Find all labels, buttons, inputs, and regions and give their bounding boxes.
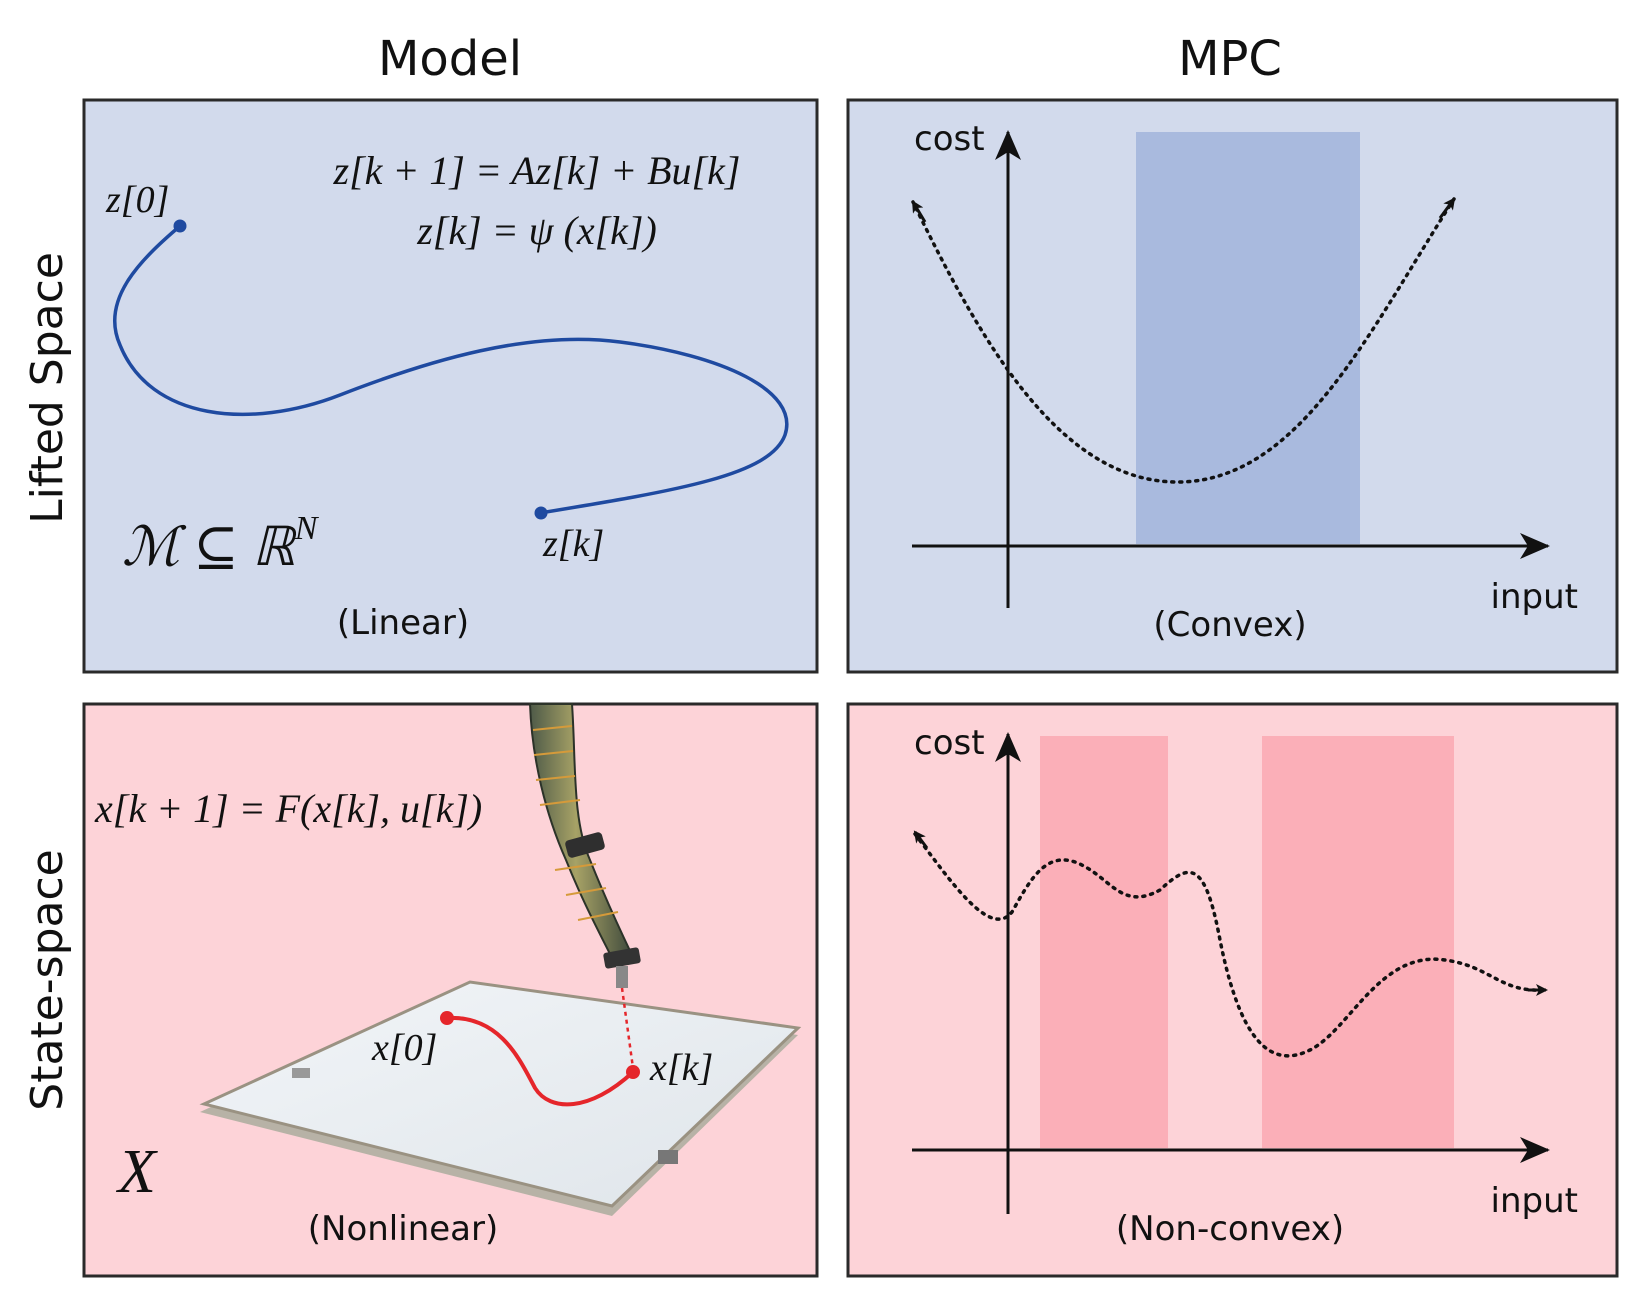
state-end-label: x[k] (649, 1047, 713, 1089)
lifted-curve-arrow-left (911, 200, 927, 223)
panel-lifted-model: z[k + 1] = Az[k] + Bu[k] z[k] = ψ (x[k])… (82, 98, 819, 674)
state-cost-curve (913, 832, 1544, 1058)
soft-robot-arm (528, 703, 641, 988)
state-space-label: X (115, 1138, 158, 1206)
planar-workspace-plate (199, 980, 802, 1216)
state-start-label: x[0] (371, 1027, 437, 1069)
lifted-constraint-band (1136, 132, 1360, 544)
lifted-space-symbol: ℳ ⊆ ℝ (122, 517, 298, 577)
row-header-lifted-space: Lifted Space (22, 252, 73, 524)
state-end-point (626, 1065, 640, 1079)
lifted-trajectory-curve (113, 224, 789, 515)
state-mpc-caption: (Non-convex) (1116, 1209, 1344, 1249)
state-curve-arrow-left (913, 830, 929, 849)
column-header-mpc: MPC (1178, 31, 1282, 87)
lifted-equation-1: z[k + 1] = Az[k] + Bu[k] (333, 148, 741, 193)
row-header-state-space: State-space (22, 849, 73, 1110)
state-model-caption: (Nonlinear) (308, 1209, 499, 1249)
lifted-space-label: ℳ ⊆ ℝN (122, 510, 320, 577)
lifted-mpc-ylabel: cost (914, 119, 985, 159)
lifted-equation-2: z[k] = ψ (x[k]) (416, 208, 657, 253)
state-mpc-ylabel: cost (914, 723, 985, 763)
panel-state-mpc: cost input (Non-convex) (846, 702, 1619, 1278)
state-equation: x[k + 1] = F(x[k], u[k]) (94, 786, 482, 831)
panel-state-model: x[k + 1] = F(x[k], u[k]) (82, 702, 819, 1278)
lifted-end-point (534, 506, 548, 520)
panel-lifted-mpc: cost input (Convex) (846, 98, 1619, 674)
panel-lifted-model-background (82, 98, 819, 674)
end-effector-projection (620, 987, 635, 1069)
lifted-mpc-xlabel: input (1491, 577, 1578, 617)
state-trajectory-curve (445, 1015, 635, 1107)
lifted-model-caption: (Linear) (337, 603, 469, 643)
lifted-start-label: z[0] (105, 179, 169, 221)
lifted-space-superscript: N (294, 510, 320, 547)
state-start-point (440, 1011, 454, 1025)
state-constraint-band-1 (1040, 736, 1168, 1148)
lifted-start-point (173, 219, 187, 233)
lifted-mpc-caption: (Convex) (1153, 605, 1306, 645)
lifted-cost-curve (911, 197, 1456, 484)
state-mpc-xlabel: input (1491, 1181, 1578, 1221)
lifted-end-label: z[k] (542, 523, 604, 565)
state-constraint-band-2 (1262, 736, 1454, 1148)
column-header-model: Model (378, 31, 522, 87)
lifted-curve-arrow-right (1438, 197, 1456, 219)
